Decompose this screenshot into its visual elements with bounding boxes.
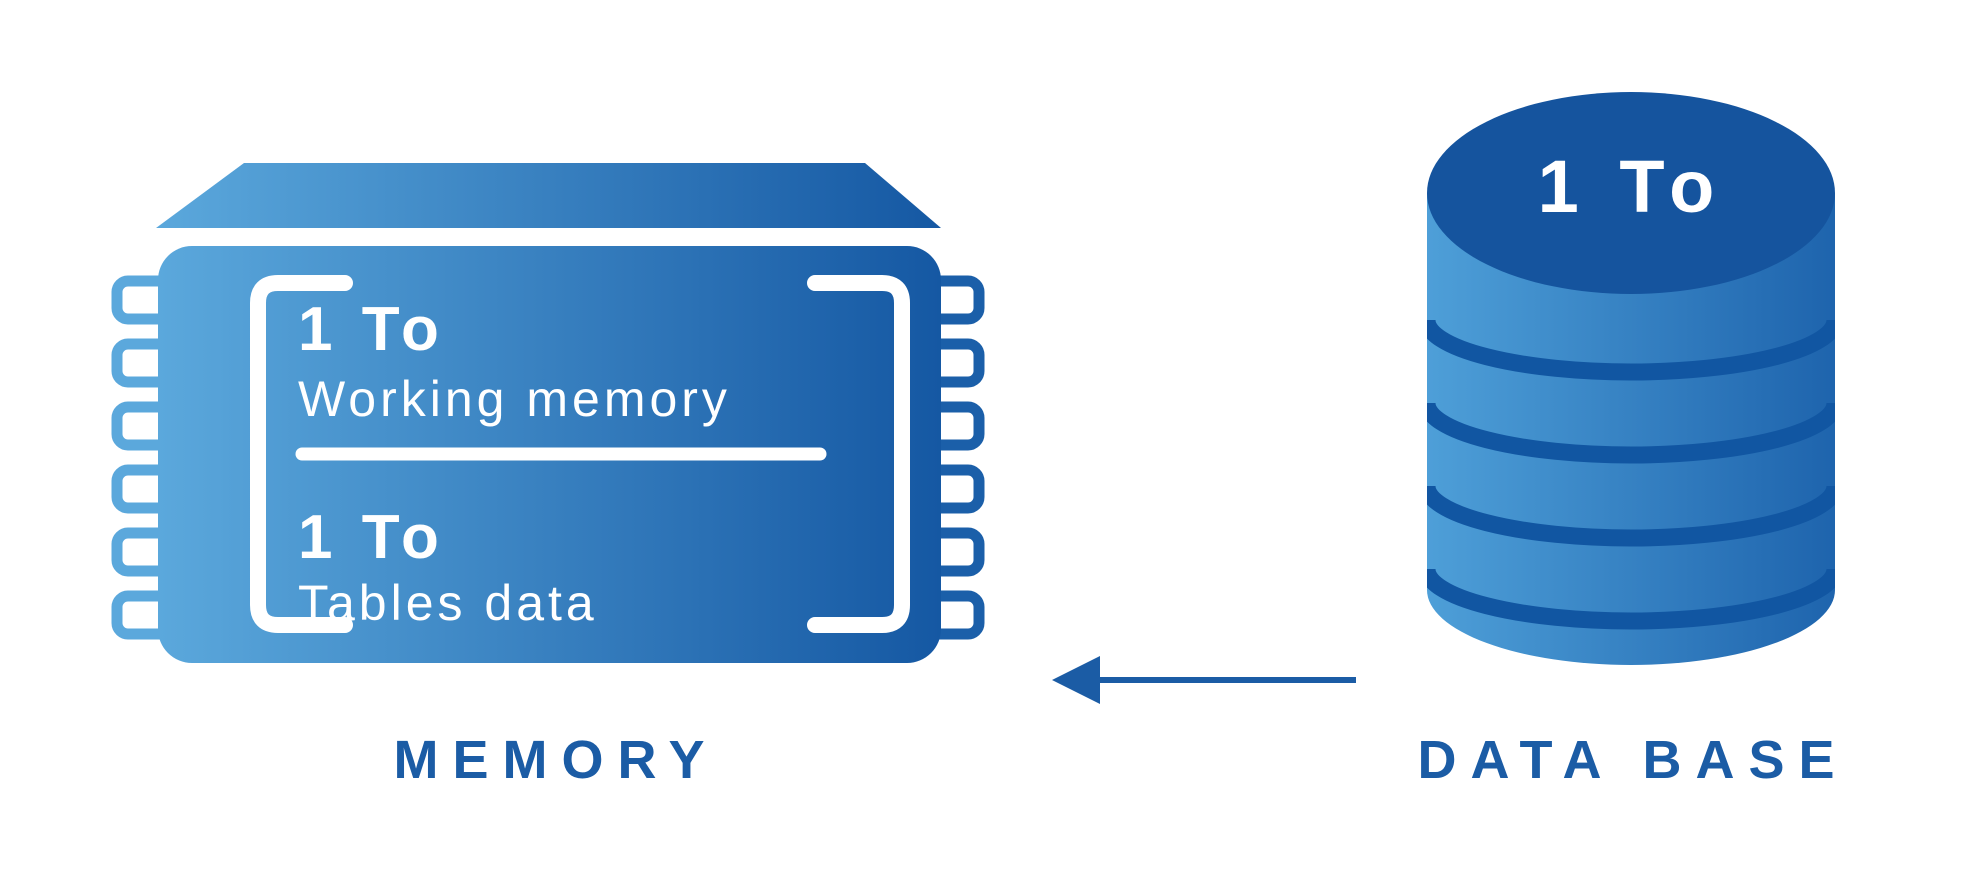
database-caption: DATA BASE — [1418, 730, 1849, 790]
database-capacity-value: 1 To — [1538, 145, 1725, 228]
cylinder-band — [1427, 319, 1835, 381]
database-cylinder-icon: 1 To — [1427, 92, 1835, 665]
memory-slot1-value: 1 To — [298, 295, 445, 364]
cylinder-band — [1427, 402, 1835, 464]
chip-bracket-left — [250, 275, 353, 633]
cylinder-body — [1427, 193, 1835, 665]
memory-caption: MEMORY — [394, 730, 719, 790]
chip-bracket-right — [807, 275, 910, 633]
memory-slot1-label: Working memory — [298, 371, 731, 427]
chip-lid — [156, 163, 941, 228]
arrow-head — [1052, 656, 1100, 704]
cylinder-top — [1427, 92, 1835, 294]
memory-chip-icon: 1 To Working memory 1 To Tables data — [111, 163, 985, 663]
cylinder-bands — [1427, 319, 1835, 630]
memory-slot2-label: Tables data — [298, 575, 598, 631]
cylinder-band — [1427, 485, 1835, 547]
cylinder-band — [1427, 568, 1835, 630]
memory-slot2-value: 1 To — [298, 503, 445, 572]
arrow-left-icon — [1052, 656, 1356, 704]
